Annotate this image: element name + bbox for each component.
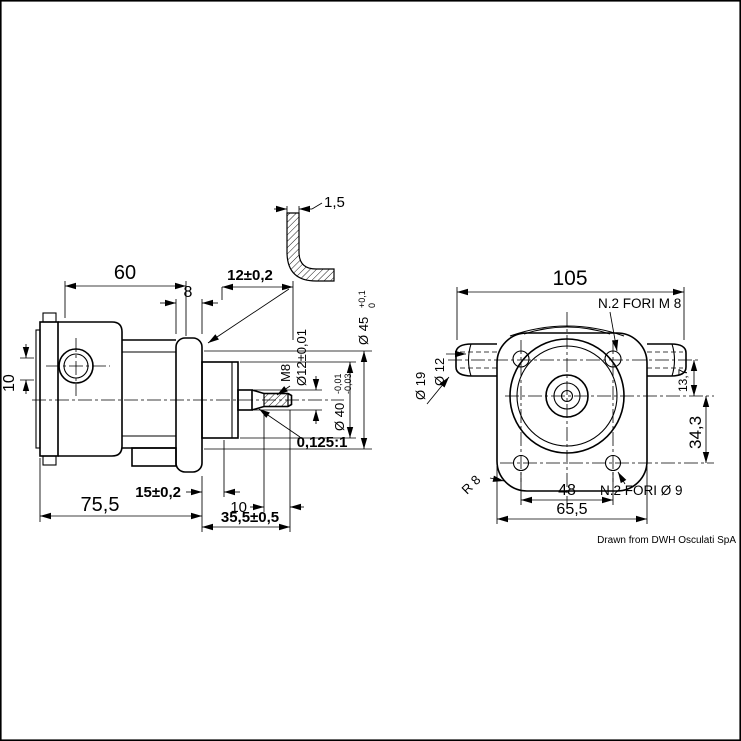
hub-dia-callout: Ø 40 -0,01 -0,03 (240, 361, 356, 439)
dim-60-label: 60 (114, 262, 136, 284)
hub-dia-tol-lower: -0,03 (343, 373, 353, 394)
shaft-tip-chamfer (287, 392, 293, 408)
threaded-shaft-end (263, 392, 289, 408)
holes-top-note-label: N.2 FORI M 8 (598, 296, 681, 311)
shaft-dia-callout: Ø12±0,01 (254, 329, 322, 424)
spigot-dia-label: Ø 45 (356, 317, 371, 345)
thread-callout: M8 (276, 364, 293, 396)
dim-15-label: 15±0,2 (135, 484, 181, 501)
dim-105-label: 105 (552, 267, 587, 290)
taper-label: 0,125:1 (297, 434, 348, 451)
dim-bracket-thickness: 1,5 (274, 194, 345, 213)
spigot-dia-callout: Ø 45 +0,1 0 (204, 290, 377, 450)
port-bore-circle (63, 353, 89, 379)
dim-48: 48 (520, 472, 614, 505)
hub-circle (545, 374, 589, 418)
holes-top-note: N.2 FORI M 8 (598, 296, 681, 352)
end-cover-lip (35, 329, 41, 449)
dim-355-label: 35,5±0,5 (221, 509, 279, 526)
bolt-hole-top-left (512, 350, 530, 368)
side-view: 1,5 60 8 12±0,2 10 (1, 194, 377, 532)
front-flange (496, 332, 648, 492)
barb-bore-label: Ø 12 (432, 358, 447, 386)
dim-12: 12±0,2 (207, 267, 293, 344)
cover-inner-circle (516, 345, 618, 447)
pump-side-outline (35, 312, 293, 473)
pump-front-outline (455, 325, 687, 492)
pump-head (58, 321, 123, 457)
dim-137: 13,7 (676, 360, 698, 396)
dim-8-label: 8 (184, 284, 193, 301)
dim-60: 60 (64, 262, 187, 336)
dim-10-thread: 10 (230, 412, 304, 516)
dim-10-left-label: 10 (1, 374, 18, 392)
dim-8: 8 (160, 284, 218, 334)
bracket-hatch (286, 212, 335, 282)
dim-137-label: 13,7 (676, 368, 690, 392)
drawing-credit: Drawn from DWH Osculati SpA (597, 535, 736, 546)
bolt-hole-top-right (604, 350, 622, 368)
barb-dia-label: Ø 19 (413, 372, 428, 400)
dim-343-label: 34,3 (686, 416, 705, 449)
dim-10-thread-label: 10 (230, 499, 247, 516)
cover-screw-top (42, 312, 57, 323)
barb-dia-callout: Ø 19 Ø 12 (413, 350, 466, 405)
hose-barb-right (647, 343, 687, 377)
dim-343: 34,3 (686, 396, 710, 463)
bolt-hole-bottom-left (512, 454, 530, 472)
dim-48-label: 48 (558, 482, 576, 499)
dim-105: 105 (456, 267, 685, 340)
shaft-circle (553, 382, 581, 410)
hub-dia-label: Ø 40 (332, 403, 347, 431)
dim-755-label: 75,5 (81, 494, 120, 516)
hub-dia-tol-upper: -0,01 (333, 373, 343, 394)
shaft-dia-label: Ø12±0,01 (294, 329, 309, 386)
port-boss-circle (58, 348, 94, 384)
holes-bottom-note: N.2 FORI Ø 9 (600, 471, 683, 498)
dim-10-left: 10 (1, 344, 34, 394)
holes-bottom-note-label: N.2 FORI Ø 9 (600, 483, 683, 498)
top-housing-arc (509, 325, 625, 337)
mounting-bracket (286, 212, 335, 340)
cover-screw-bottom (42, 455, 57, 466)
dim-15: 15±0,2 (135, 440, 240, 532)
bolt-hole-bottom-right (604, 454, 622, 472)
dim-12-label: 12±0,2 (227, 267, 273, 284)
hose-barb-left (455, 343, 497, 377)
center-hole (560, 389, 574, 403)
shaft-taper (251, 389, 265, 411)
dim-755: 75,5 (39, 458, 202, 522)
dim-1-5-label: 1,5 (324, 194, 345, 211)
dim-655-label: 65,5 (556, 501, 587, 518)
spigot-dia-tol-upper: +0,1 (357, 290, 367, 308)
front-view-centerlines (448, 312, 714, 508)
dim-655: 65,5 (496, 466, 648, 524)
thread-m8-label: M8 (278, 364, 293, 382)
cover-outer-circle (509, 338, 625, 454)
spigot-dia-tol-lower: 0 (367, 303, 377, 308)
